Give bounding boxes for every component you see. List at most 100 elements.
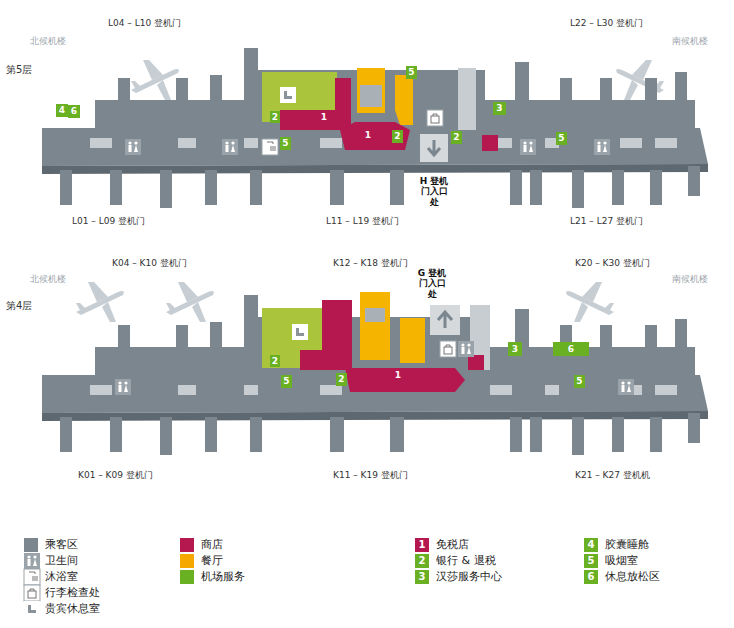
legend-text: 机场服务 [201,570,245,583]
floor-5-part [357,68,385,113]
service-marker: 6 [553,342,589,356]
map-label: K01 – K09 登机门 [78,470,153,480]
legend-text: 免税店 [436,538,469,551]
callout-number: 2 [394,132,400,141]
floor-5-part [395,75,413,125]
map-label: 第5层 [6,64,32,76]
legend-icons-part [24,569,40,585]
map-label: K20 – K30 登机门 [575,258,650,268]
floor-5-part [280,87,296,103]
floor-5-part [594,139,610,155]
legend-swatch [180,538,194,552]
service-marker: 5 [574,375,585,388]
service-marker: 3 [493,102,506,115]
callout-number: 2 [338,375,344,384]
floor-5-part [482,135,498,151]
floor-5-part [428,140,440,155]
floor-4-part [360,292,390,360]
legend-number: 2 [415,554,429,568]
map-label: K21 – K27 登机机 [575,470,650,480]
callout-number: 4 [59,106,65,115]
legend-icons-part [24,553,40,569]
callout-number: 2 [453,133,459,142]
legend-text: 汉莎服务中心 [436,570,502,583]
legend-icons [24,553,40,617]
legend-number: 5 [584,554,598,568]
map-label: L04 – L10 登机门 [108,18,181,28]
floor-4-part [42,295,708,455]
floor-5-part [42,48,708,208]
floor-4-part [115,379,131,395]
floor-4-part [430,305,460,335]
map-label: L22 – L30 登机门 [570,18,643,28]
legend-swatch [180,570,194,584]
floor-4-part [458,341,474,357]
floor-4-part [438,312,452,328]
legend-swatch [24,538,38,552]
service-marker: 5 [406,66,417,79]
floor-4-part [292,324,308,340]
legend-text: 吸烟室 [605,554,638,567]
legend-text: 乘客区 [45,538,78,551]
floor-5-part [427,110,443,126]
planes-part [166,282,214,322]
callout-number: 3 [496,104,502,113]
map-label: G 登机 门入口 处 [417,268,447,299]
service-marker: 2 [392,130,403,143]
callout-number: 1 [365,131,371,140]
planes-part [76,282,124,322]
legend-text: 沐浴室 [45,570,78,583]
floor-4 [42,292,708,455]
callout-number: 2 [272,113,278,122]
legend-text: 银行 & 退税 [436,554,496,567]
floor-5-part [458,68,476,130]
legend-number: 4 [584,538,598,552]
callout-number: 1 [321,113,327,122]
callout-number: 5 [576,377,582,386]
service-marker: 2 [270,111,280,123]
callout-number: 6 [568,345,574,354]
legend-swatch [180,554,194,568]
map-label: L01 – L09 登机门 [72,216,145,226]
legend-text: 休息放松区 [605,570,660,583]
callout-number: 5 [283,377,289,386]
service-marker: 1 [318,111,330,124]
floor-4-part [618,379,634,395]
floor-5-part [280,110,336,130]
service-marker: 2 [451,131,462,144]
floor-4-part [468,355,484,370]
legend-icons-part [24,601,40,617]
map-label: 南候机楼 [672,36,708,46]
callout-number: 6 [71,107,77,116]
legend-text: 行李检查处 [45,586,100,599]
planes-part [131,60,179,100]
floor-5-part [335,78,351,130]
planes-part [566,282,614,322]
floor-5-part [520,139,536,155]
map-label: L21 – L27 登机门 [570,216,643,226]
floor-5-part [222,139,238,155]
map-label: K11 – K19 登机门 [333,470,408,480]
map-label: K04 – K10 登机门 [112,258,187,268]
service-marker: 2 [336,373,347,386]
map-label: 第4层 [6,300,32,312]
service-marker: 5 [281,375,292,388]
floor-5-part [262,139,278,155]
service-marker: 1 [362,129,374,142]
service-marker: 5 [556,132,567,145]
legend-text: 卫生间 [45,554,78,567]
legend-text: 胶囊睡舱 [605,538,649,551]
floor-5-part [340,122,410,150]
map-label: H 登机 门入口 处 [419,176,449,207]
floor-5 [42,48,708,208]
floor-4-part [365,308,385,322]
map-label: 北候机楼 [30,274,66,284]
floor-4-part [300,350,350,370]
map-label: L11 – L19 登机门 [326,216,399,226]
service-marker: 6 [68,105,80,118]
floor-4-part [400,318,425,363]
callout-number: 5 [558,134,564,143]
service-marker: 3 [508,342,522,356]
